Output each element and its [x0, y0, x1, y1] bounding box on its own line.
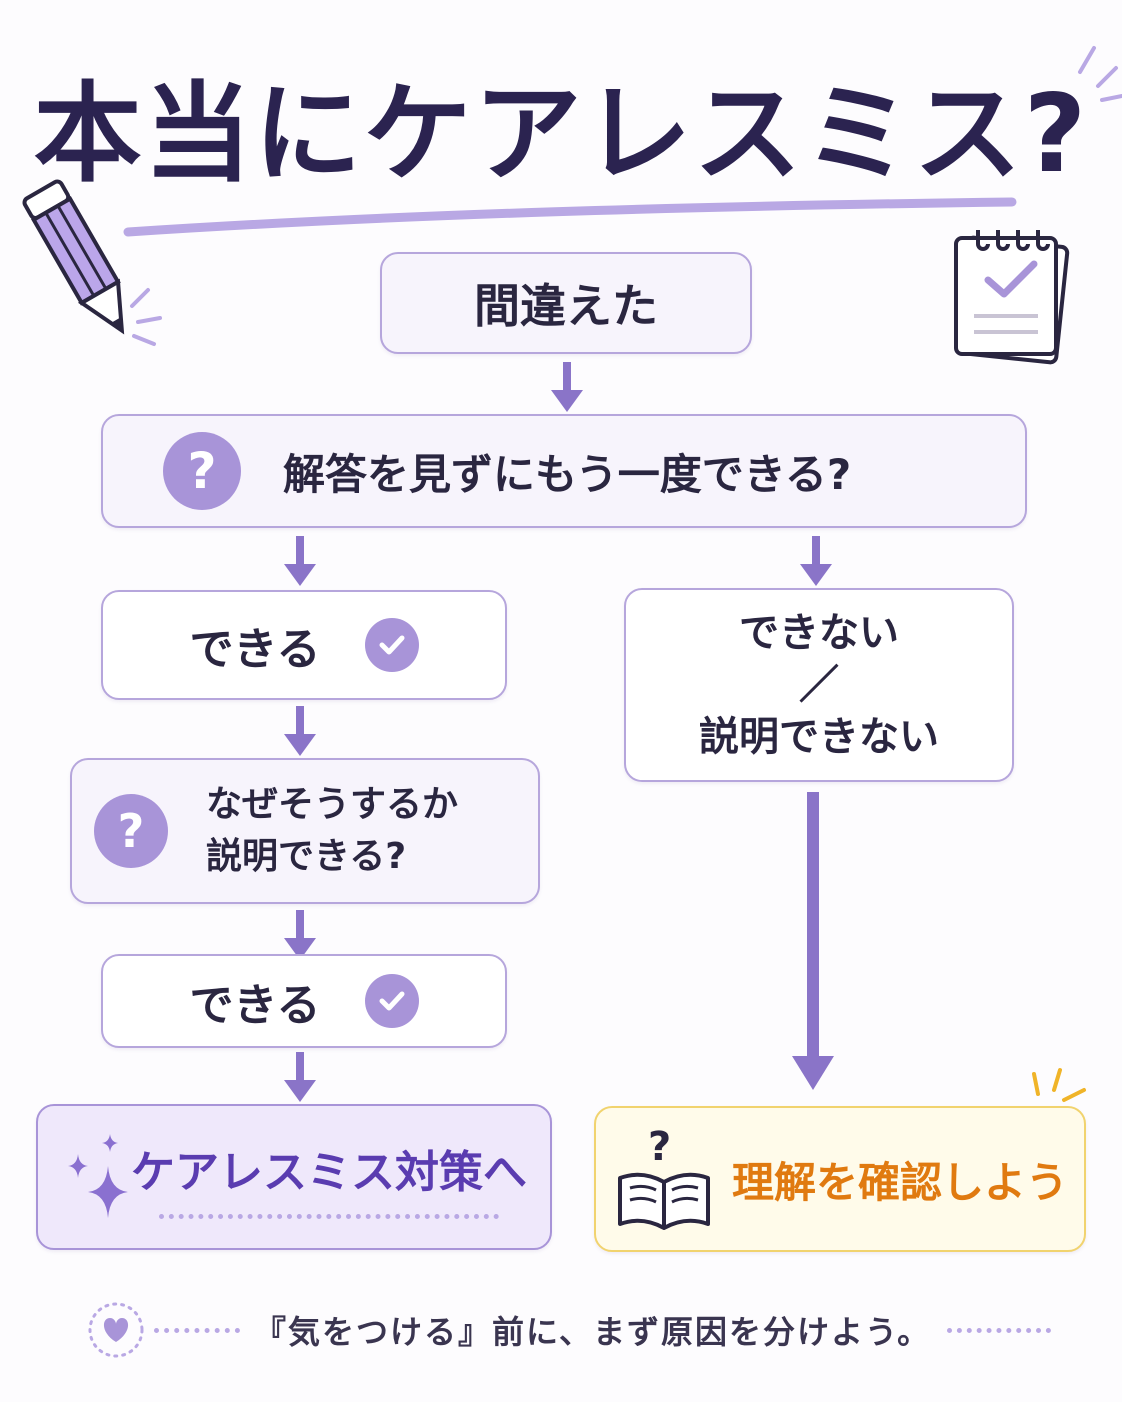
yes1-box: できる: [101, 590, 507, 700]
arrow-down: [284, 536, 316, 586]
question-icon: ?: [94, 794, 168, 868]
arrow-down: [284, 910, 316, 960]
yes2-box: できる: [101, 954, 507, 1048]
result-careless-box: ケアレスミス対策へ: [36, 1104, 552, 1250]
notepad-check-icon: [954, 230, 1070, 365]
dotted-line: [947, 1327, 1052, 1333]
no-label-line1: できない: [739, 610, 899, 656]
yes1-label: できる: [189, 624, 321, 675]
sparkle-icon: [68, 1134, 128, 1218]
question-icon: ?: [163, 432, 241, 510]
dotted-underline: [159, 1213, 499, 1219]
open-book-question-icon: ?: [618, 1124, 710, 1230]
result-understand-label: 理解を確認しよう: [732, 1157, 1069, 1207]
result-understand-box: ? 理解を確認しよう: [594, 1106, 1086, 1252]
footer: 『気をつける』前に、まず原因を分けよう。: [86, 1300, 1076, 1360]
no-separator: ／: [799, 662, 839, 708]
dotted-line: [154, 1327, 240, 1333]
question1-box: ? 解答を見ずにもう一度できる?: [101, 414, 1027, 528]
start-label: 間違えた: [474, 279, 658, 333]
arrow-down: [284, 706, 316, 756]
title-underline: [123, 46, 1122, 237]
no-label-line2: 説明できない: [699, 714, 939, 760]
sparkle-lines-icon: [1032, 1068, 1086, 1102]
arrow-down: [284, 1052, 316, 1102]
arrow-down: [800, 536, 832, 586]
question2-line2: 説明できる?: [206, 836, 407, 877]
heart-icon: [88, 1302, 144, 1358]
pencil-icon: [22, 179, 162, 346]
question2-line1: なぜそうするか: [206, 784, 459, 825]
yes2-label: できる: [189, 980, 321, 1031]
footer-message: 『気をつける』前に、まず原因を分けよう。: [254, 1313, 932, 1351]
check-icon: [364, 618, 419, 672]
arrow-down-long: [792, 792, 834, 1090]
page-title: 本当にケアレスミス?: [33, 72, 1089, 197]
sparkle-lines-icon: [1078, 46, 1122, 102]
question1-label: 解答を見ずにもう一度できる?: [283, 449, 852, 499]
result-careless-label: ケアレスミス対策へ: [131, 1146, 527, 1198]
no-box: できない ／ 説明できない: [624, 588, 1014, 782]
start-box: 間違えた: [380, 252, 752, 354]
check-icon: [364, 974, 419, 1028]
svg-text:?: ?: [648, 1124, 671, 1170]
question2-box: ? なぜそうするか 説明できる?: [70, 758, 540, 904]
arrow-down: [551, 362, 583, 412]
